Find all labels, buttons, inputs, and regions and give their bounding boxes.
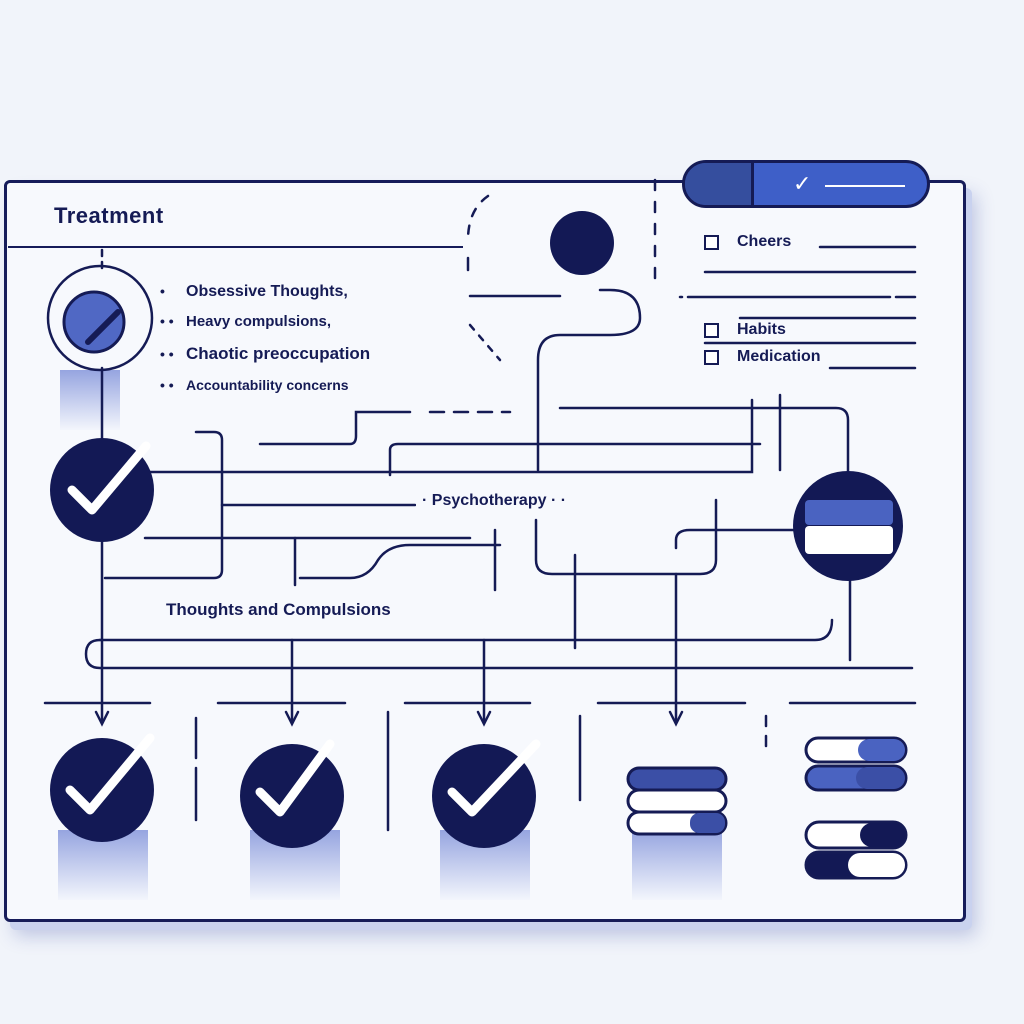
arrow-head <box>668 710 684 727</box>
dashed-connector <box>468 323 502 362</box>
capsule-icon <box>804 820 908 880</box>
arrow-head <box>476 710 492 727</box>
symptom-item-1: •Obsessive Thoughts, <box>160 283 348 300</box>
option-cheers[interactable]: Cheers <box>704 233 791 251</box>
check-circle-icon <box>50 733 155 842</box>
checkbox-habits[interactable] <box>704 322 719 338</box>
status-dot-icon <box>550 211 614 275</box>
flow-line <box>534 498 718 576</box>
icon-shadow <box>60 370 120 430</box>
flow-line <box>258 410 412 446</box>
checkbox-cheers[interactable] <box>704 234 719 250</box>
flow-line <box>148 398 754 474</box>
flow-line <box>388 442 762 477</box>
icon-shadow <box>632 830 722 900</box>
connector-lines <box>43 178 917 832</box>
hub-path <box>536 288 642 472</box>
pill-stack-icon <box>626 766 728 836</box>
capsule-icon <box>804 736 908 792</box>
flow-line <box>98 618 834 642</box>
symptom-item-3: • •Chaotic preoccupation <box>160 344 371 363</box>
checkbox-medication[interactable] <box>704 349 719 365</box>
option-medication[interactable]: Medication <box>704 348 821 366</box>
flow-line <box>674 528 802 550</box>
check-circle-icon <box>432 739 541 848</box>
toggle-knob[interactable] <box>685 163 754 205</box>
flow-line <box>84 638 914 670</box>
option-habits[interactable]: Habits <box>704 321 786 339</box>
thoughts-compulsions-label: Thoughts and Compulsions <box>166 600 391 619</box>
check-circle-icon <box>240 739 344 848</box>
treatment-toggle[interactable]: ✓ <box>682 160 930 208</box>
header-divider <box>8 246 463 248</box>
medication-circle-icon <box>793 471 903 581</box>
toggle-label-line <box>825 185 905 187</box>
arrow-head <box>94 710 110 727</box>
flow-line <box>298 543 502 580</box>
flow-line <box>558 406 850 482</box>
dashed-arc <box>466 194 490 242</box>
arrow-head <box>284 710 300 727</box>
symptom-item-2: • •Heavy compulsions, <box>160 313 332 330</box>
symptom-item-4: • •Accountability concerns <box>160 377 349 393</box>
psychotherapy-label: · Psychotherapy · · <box>416 492 573 510</box>
check-icon: ✓ <box>793 171 812 196</box>
slash-check-icon <box>46 264 154 372</box>
panel-title: Treatment <box>54 203 164 228</box>
check-circle-icon <box>50 438 154 542</box>
